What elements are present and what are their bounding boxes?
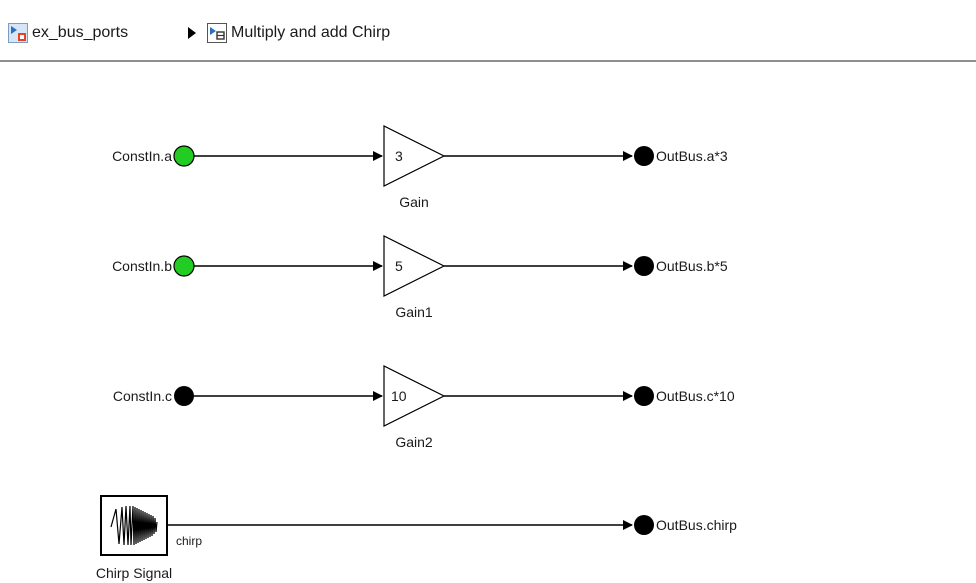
gain-block-a[interactable] [383,125,446,187]
inport-c-dot[interactable] [174,386,194,406]
chirp-waveform-icon [110,505,158,546]
inport-b-dot[interactable] [173,255,195,277]
outport-b-dot[interactable] [634,256,654,276]
gain-name-a[interactable]: Gain [399,194,429,210]
diagram-canvas[interactable]: ConstIn.a ConstIn.b ConstIn.c 3 5 10 Gai… [0,62,976,583]
gain-value-a: 3 [395,148,403,164]
chirp-block-name[interactable]: Chirp Signal [95,565,173,581]
inport-a-label: ConstIn.a [112,148,172,164]
breadcrumb-subsystem[interactable]: Multiply and add Chirp [207,22,390,44]
gain-name-b[interactable]: Gain1 [395,304,433,320]
gain-value-c: 10 [391,388,407,404]
gain-block-c[interactable] [383,365,446,427]
breadcrumb: ex_bus_ports Multiply and add Chirp [0,0,976,62]
gain-block-b[interactable] [383,235,446,297]
diagram-wires [100,125,654,556]
inport-c-label: ConstIn.c [112,388,172,404]
outport-b-label: OutBus.b*5 [656,258,728,274]
arrow-right-icon [188,27,196,39]
gain-name-c[interactable]: Gain2 [395,434,433,450]
inport-a-dot[interactable] [173,145,195,167]
inport-b-label: ConstIn.b [112,258,172,274]
chirp-signal-name: chirp [176,534,203,548]
breadcrumb-model[interactable]: ex_bus_ports [8,22,128,44]
outport-chirp-dot[interactable] [634,515,654,535]
subsystem-icon [207,23,227,43]
outport-c-dot[interactable] [634,386,654,406]
outport-a-dot[interactable] [634,146,654,166]
breadcrumb-model-label: ex_bus_ports [32,24,129,41]
outport-chirp-label: OutBus.chirp [656,517,737,533]
outport-c-label: OutBus.c*10 [656,388,735,404]
breadcrumb-subsystem-label: Multiply and add Chirp [231,24,391,41]
model-icon [8,23,28,43]
gain-value-b: 5 [395,258,403,274]
outport-a-label: OutBus.a*3 [656,148,728,164]
